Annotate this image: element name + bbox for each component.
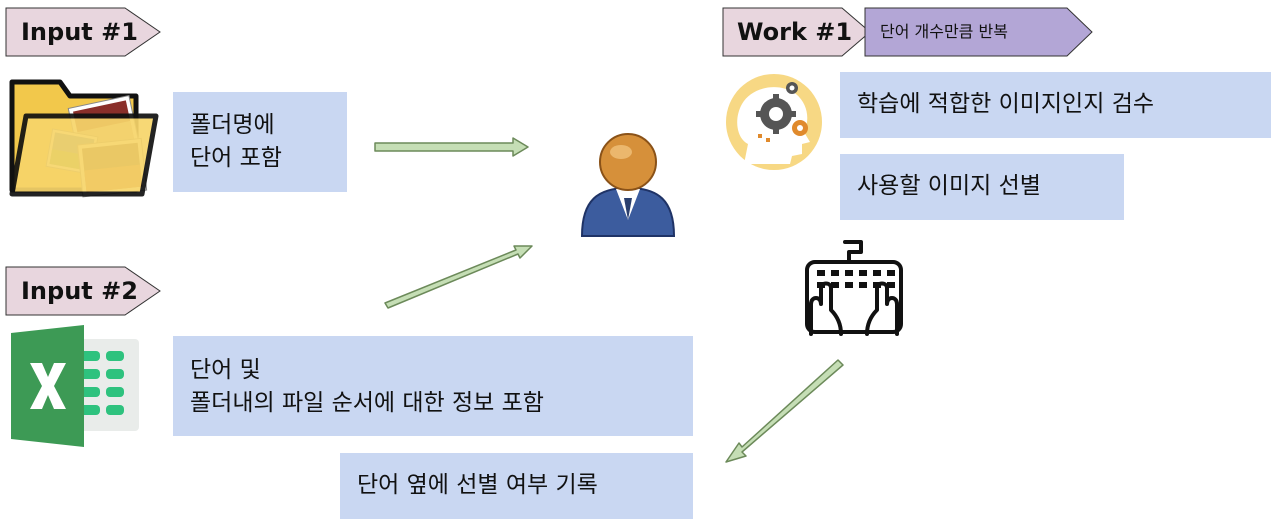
folder-name-line1: 폴더명에 xyxy=(190,112,275,138)
check-image-text: 학습에 적합한 이미지인지 검수 xyxy=(857,91,1155,117)
tag-shape xyxy=(722,7,1093,57)
work1-label: Work #1 xyxy=(737,18,853,46)
word-info-line1: 단어 및 xyxy=(190,357,261,383)
work1-tag: Work #1 단어 개수만큼 반복 xyxy=(722,7,1102,57)
arrow-keyboard-to-record xyxy=(725,359,844,463)
word-info-box: 단어 및 폴더내의 파일 순서에 대한 정보 포함 xyxy=(173,336,693,436)
input2-label: Input #2 xyxy=(21,277,138,305)
folder-photos-icon xyxy=(8,72,160,208)
check-image-box: 학습에 적합한 이미지인지 검수 xyxy=(840,72,1271,138)
tag-shape xyxy=(5,7,161,57)
select-image-text: 사용할 이미지 선별 xyxy=(857,173,1041,199)
arrow-excel-to-user xyxy=(384,245,533,309)
typing-keyboard-icon xyxy=(803,238,905,342)
folder-name-box: 폴더명에 단어 포함 xyxy=(173,92,347,192)
folder-name-line2: 단어 포함 xyxy=(190,145,282,171)
record-text: 단어 옆에 선별 여부 기록 xyxy=(357,472,598,498)
brain-gears-icon xyxy=(722,72,826,176)
select-image-box: 사용할 이미지 선별 xyxy=(840,154,1124,220)
input1-tag: Input #1 xyxy=(5,7,165,57)
work1-sub-label: 단어 개수만큼 반복 xyxy=(880,22,1008,41)
word-info-line2: 폴더내의 파일 순서에 대한 정보 포함 xyxy=(190,390,544,416)
user-icon xyxy=(578,128,678,244)
record-box: 단어 옆에 선별 여부 기록 xyxy=(340,453,693,519)
tag-shape xyxy=(5,266,161,316)
input2-tag: Input #2 xyxy=(5,266,165,316)
input1-label: Input #1 xyxy=(21,18,138,46)
arrow-folder-to-user xyxy=(374,137,529,157)
excel-icon xyxy=(10,325,142,451)
